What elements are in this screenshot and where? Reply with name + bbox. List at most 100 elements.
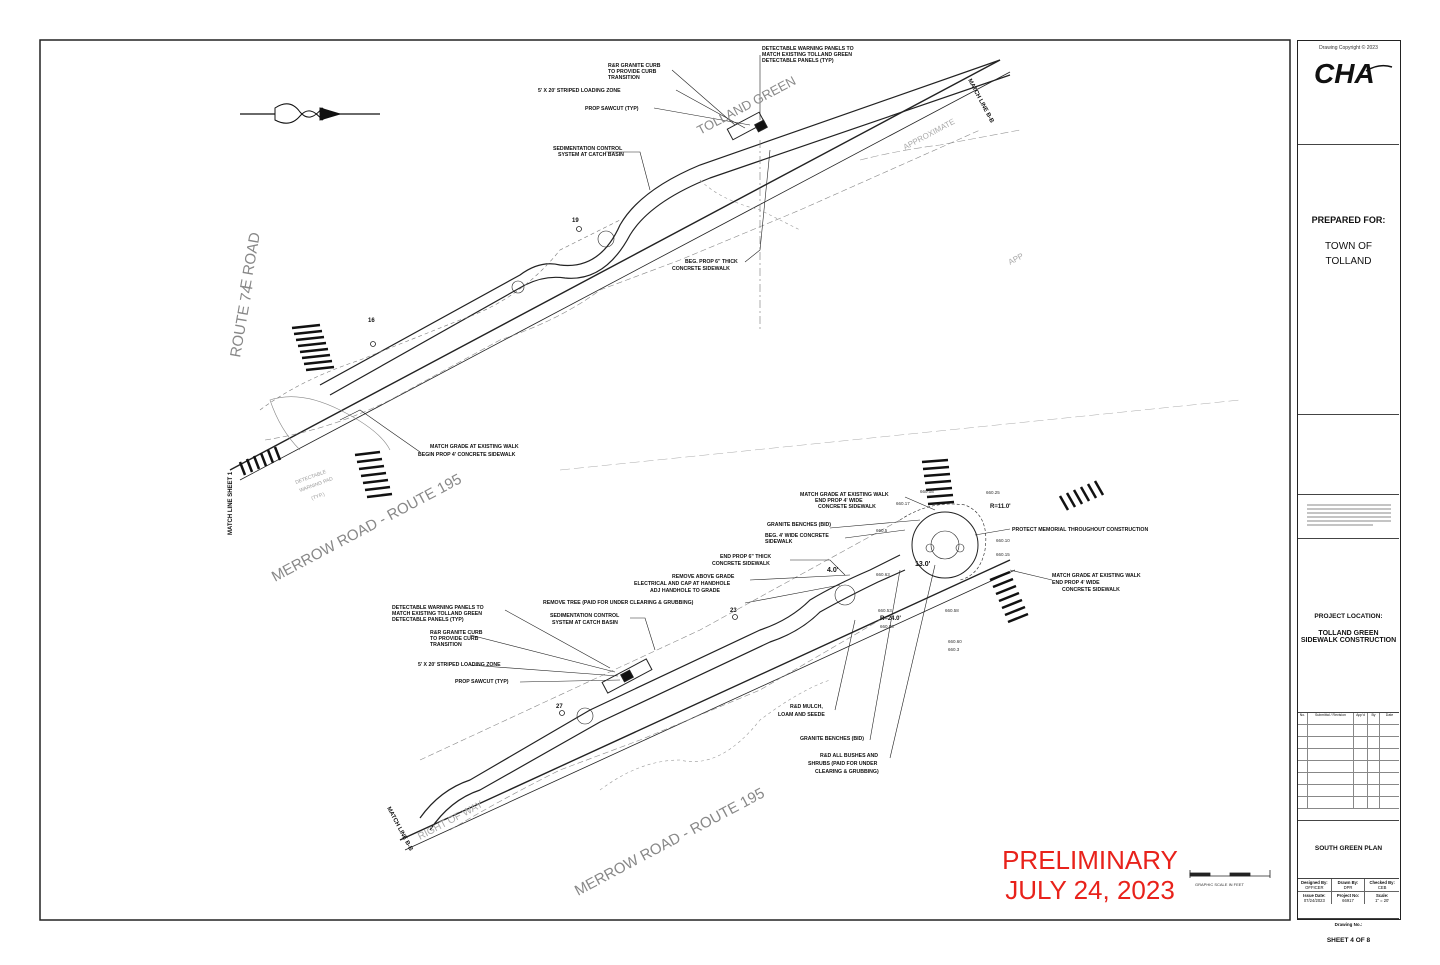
callout-sawcut: PROP SAWCUT (TYP) [585, 106, 639, 112]
callout-detectable-top-1: DETECTABLE WARNING PANELS TO [762, 46, 854, 52]
lower-match-end2-2: END PROP 4' WIDE [1052, 580, 1100, 586]
prepared-for-cell: PREPARED FOR: TOWN OF TOLLAND [1298, 145, 1399, 415]
scale-value: 1" = 20' [1375, 898, 1390, 903]
checked-by-label: Checked By: [1369, 880, 1395, 885]
elev-12: 660.3 [948, 647, 960, 652]
detectable-pad-3: (TYP.) [311, 491, 326, 501]
lower-remove-tree: REMOVE TREE (PAID FOR UNDER CLEARING & G… [543, 600, 694, 606]
callout-rr-curb-1: R&R GRANITE CURB [608, 63, 661, 69]
stamp-line-1: PRELIMINARY [1002, 845, 1178, 875]
elev-11: 660.60 [948, 639, 962, 644]
rev-header-no: No. [1298, 713, 1308, 724]
lower-rr-curb-1: R&R GRANITE CURB [430, 630, 483, 636]
callout-rr-curb-3: TRANSITION [608, 75, 640, 81]
callout-sediment-1: SEDIMENTATION CONTROL [553, 146, 623, 152]
revision-row [1298, 725, 1399, 737]
lower-rd-bushes-3: CLEARING & GRUBBING) [815, 769, 879, 775]
callout-match-beg-2: BEGIN PROP 4' CONCRETE SIDEWALK [418, 452, 516, 458]
lower-detectable-3: DETECTABLE PANELS (TYP) [392, 617, 464, 623]
lower-end6-2: CONCRETE SIDEWALK [712, 561, 770, 567]
revision-header-row: No. Submittal / Revision App'd By Date [1298, 713, 1399, 725]
north-arrow-icon [240, 103, 380, 124]
match-line-sheet1: MATCH LINE SHEET 1 [228, 471, 234, 535]
rev-header-date: Date [1385, 713, 1394, 717]
lower-remove-above-1: REMOVE ABOVE GRADE [672, 574, 735, 580]
lower-end6-1: END PROP 6" THICK [720, 554, 771, 560]
lower-match-end2-3: CONCRETE SIDEWALK [1062, 587, 1120, 593]
cha-logo-icon: CHA [1314, 58, 1392, 89]
lower-detectable-1: DETECTABLE WARNING PANELS TO [392, 605, 484, 611]
lower-detectable-2: MATCH EXISTING TOLLAND GREEN [392, 611, 482, 617]
callout-sediment-2: SYSTEM AT CATCH BASIN [558, 152, 624, 158]
lower-beg4-1: BEG. 4' WIDE CONCRETE [765, 533, 829, 539]
lower-rd-mulch-2: LOAM AND SEEDE [778, 712, 825, 718]
stamp-line-2: JULY 24, 2023 [1005, 875, 1175, 905]
rev-header-submittal: Submittal / Revision [1308, 713, 1354, 724]
lower-loading-zone: 5' X 20' STRIPED LOADING ZONE [418, 662, 501, 668]
callout-loading-zone: 5' X 20' STRIPED LOADING ZONE [538, 88, 621, 94]
scale-label: Scale: [1375, 893, 1389, 898]
logo-cell: Drawing Copyright © 2023 CHA [1298, 41, 1399, 145]
lower-sediment-1: SEDIMENTATION CONTROL [550, 613, 620, 619]
drawing-no-cell: Drawing No.: SHEET 4 OF 8 [1298, 919, 1399, 959]
lower-match-end-2: END PROP 4' WIDE [815, 498, 863, 504]
project-no-value: 66917 [1342, 898, 1354, 903]
lower-sawcut: PROP SAWCUT (TYP) [455, 679, 509, 685]
credits-cell: Designed By: OFFICER Drawn By: DPR Check… [1298, 879, 1399, 919]
radius-11: R=11.0' [990, 504, 1011, 510]
project-line-2: SIDEWALK CONSTRUCTION [1300, 637, 1397, 644]
lower-match-end-1: MATCH GRADE AT EXISTING WALK [800, 492, 889, 498]
callout-match-beg-1: MATCH GRADE AT EXISTING WALK [430, 444, 519, 450]
radius-24: R=24.0' [880, 616, 902, 622]
designed-by-label: Designed By: [1300, 880, 1328, 885]
elev-2: 660.17 [896, 501, 910, 506]
checked-by-value: CEB [1377, 885, 1387, 890]
issue-date-label: Issue Date: [1303, 893, 1326, 898]
elev-7: 660.15 [996, 552, 1010, 557]
drawing-no-label: Drawing No.: [1334, 922, 1363, 927]
client-line-1: TOWN OF [1324, 241, 1373, 252]
elev-10: 660.83 [880, 624, 894, 629]
road-label-route74-prefix: E ROAD [237, 231, 264, 291]
elev-1: 660.25 [986, 490, 1000, 495]
designed-by-value: OFFICER [1305, 885, 1324, 890]
road-label-right-of-way: RIGHT OF WAY [416, 799, 485, 843]
elev-8: 660.53 [878, 608, 892, 613]
prepared-for-label: PREPARED FOR: [1311, 215, 1386, 225]
lower-granite-benches-2: GRANITE BENCHES (BID) [800, 736, 864, 742]
road-label-app: APP [1007, 251, 1025, 266]
callout-beg6-1: BEG. PROP 6" THICK [685, 259, 738, 265]
dim-13ft: 13.0' [915, 561, 931, 568]
lower-match-end-3: CONCRETE SIDEWALK [818, 504, 876, 510]
sheet-title-cell: SOUTH GREEN PLAN [1298, 821, 1399, 879]
elev-4: 660.5 [876, 528, 888, 533]
lower-remove-above-2: ELECTRICAL AND CAP AT HANDHOLE [634, 581, 731, 587]
lower-remove-above-3: ADJ HANDHOLE TO GRADE [650, 588, 720, 594]
preliminary-stamp: PRELIMINARY JULY 24, 2023 [990, 845, 1190, 905]
issue-date-value: 07/24/2023 [1303, 898, 1325, 903]
lower-beg4-2: SIDEWALK [765, 539, 793, 545]
revision-row [1298, 737, 1399, 749]
elev-6: 660.10 [996, 538, 1010, 543]
project-location-label: PROJECT LOCATION: [1314, 613, 1383, 620]
callout-rr-curb-2: TO PROVIDE CURB [608, 69, 657, 75]
station-27: 27 [556, 704, 563, 710]
lower-protect-memorial: PROTECT MEMORIAL THROUGHOUT CONSTRUCTION [1012, 527, 1148, 533]
elev-3: 660.08 [920, 489, 934, 494]
lower-rd-bushes-2: SHRUBS (PAID FOR UNDER [808, 761, 878, 767]
revision-row [1298, 773, 1399, 785]
revision-row [1298, 785, 1399, 797]
project-location-cell: PROJECT LOCATION: TOLLAND GREEN SIDEWALK… [1298, 539, 1399, 713]
client-line-2: TOLLAND [1325, 256, 1372, 267]
road-label-tolland-green: TOLLAND GREEN [694, 73, 798, 138]
drawing-no-value: SHEET 4 OF 8 [1326, 937, 1371, 944]
road-label-route74: ROUTE 74 [227, 283, 256, 358]
lower-rr-curb-2: TO PROVIDE CURB [430, 636, 479, 642]
engineer-stamp-cell [1298, 415, 1399, 495]
upper-plan [229, 55, 1021, 499]
callout-beg6-2: CONCRETE SIDEWALK [672, 266, 730, 272]
station-19: 19 [572, 218, 579, 224]
graphic-scale-label: GRAPHIC SCALE IN FEET [1195, 882, 1244, 887]
